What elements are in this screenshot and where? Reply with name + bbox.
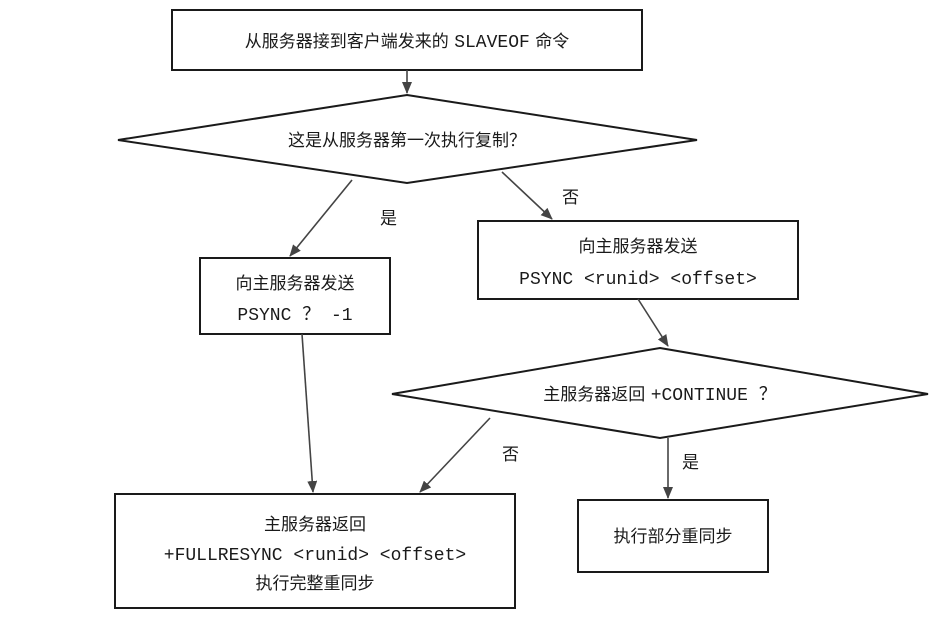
node-start: 从服务器接到客户端发来的 SLAVEOF 命令: [171, 9, 643, 71]
node-psync-partial: 向主服务器发送 PSYNC <runid> <offset>: [477, 220, 799, 300]
psync-new-line2: PSYNC ？ -1: [237, 305, 352, 326]
edge-first-yes: [289, 179, 353, 257]
edge-continue-yes-label: 是: [682, 453, 699, 473]
full-resync-line2: +FULLRESYNC <runid> <offset>: [164, 546, 466, 566]
node-decision-first: 这是从服务器第一次执行复制？: [117, 93, 698, 185]
edge-partial-to-continue: [637, 298, 669, 347]
full-resync-line1: 主服务器返回: [264, 515, 366, 535]
decision-continue-label: 主服务器返回 +CONTINUE ？: [543, 385, 776, 406]
psync-partial-line2: PSYNC <runid> <offset>: [519, 270, 757, 290]
node-decision-continue: 主服务器返回 +CONTINUE ？: [391, 346, 929, 440]
edge-continue-no: [419, 417, 491, 493]
full-resync-line3: 执行完整重同步: [256, 574, 375, 594]
psync-partial-line1: 向主服务器发送: [579, 237, 698, 257]
psync-new-line1: 向主服务器发送: [236, 274, 355, 294]
decision-first-label: 这是从服务器第一次执行复制？: [288, 131, 526, 151]
edge-psync-new-to-full: [301, 333, 318, 493]
edge-continue-no-label: 否: [502, 445, 519, 465]
node-partial-resync: 执行部分重同步: [577, 499, 769, 573]
edge-first-no-label: 否: [562, 188, 579, 208]
node-full-resync: 主服务器返回 +FULLRESYNC <runid> <offset> 执行完整…: [114, 493, 516, 609]
edge-first-no: [501, 171, 553, 220]
node-psync-new: 向主服务器发送 PSYNC ？ -1: [199, 257, 391, 335]
partial-resync-label: 执行部分重同步: [614, 527, 733, 547]
edge-first-yes-label: 是: [380, 209, 397, 229]
start-label: 从服务器接到客户端发来的 SLAVEOF 命令: [245, 32, 569, 53]
